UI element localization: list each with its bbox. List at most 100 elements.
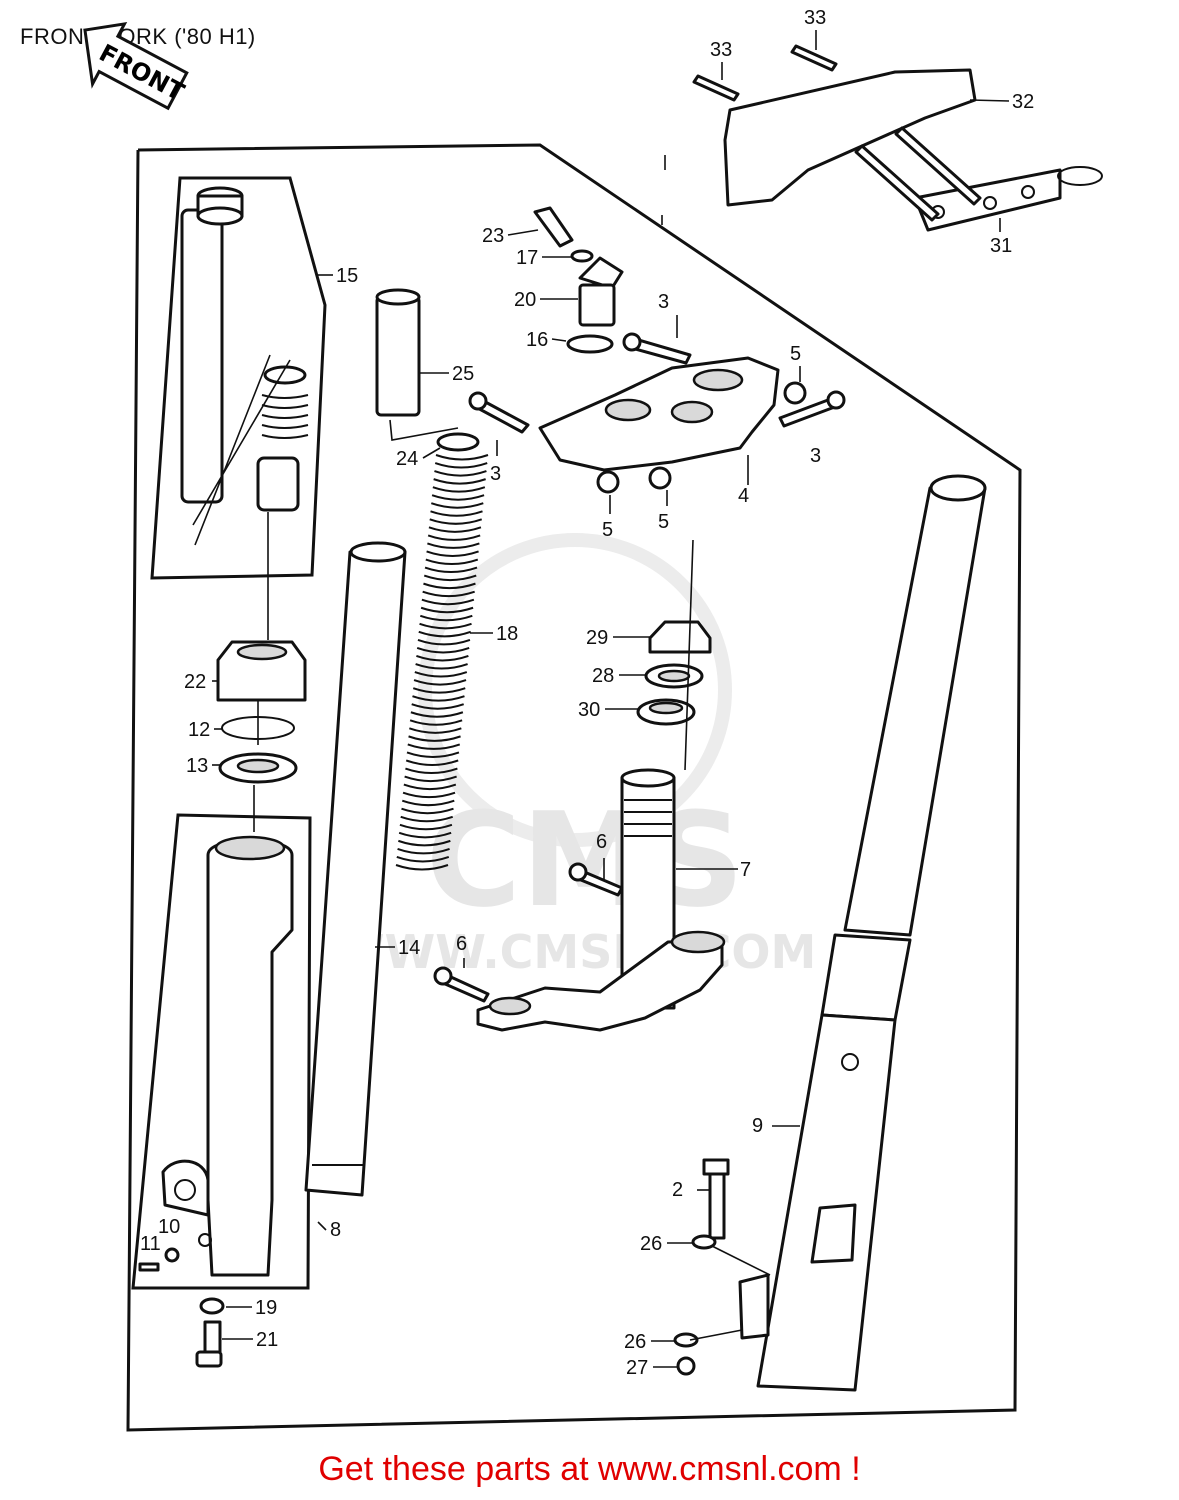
callout-4: 4 [738,485,749,507]
callout-26a: 26 [640,1233,662,1255]
spacer-tube [375,288,421,417]
assembly-frame [126,143,1022,1432]
clamp-washer-upper [691,1234,717,1250]
watermark: CMS WWW.CMSNL.COM [334,533,817,979]
fork-spring [395,454,489,871]
callout-5c: 5 [658,511,669,533]
callout-31: 31 [990,235,1012,257]
callout-22: 22 [184,671,206,693]
watermark-url: WWW.CMSNL.COM [334,925,817,979]
lower-bracket [476,930,726,1032]
leader-lines [192,155,771,1341]
headlight-bracket [723,68,977,207]
callout-6a: 6 [596,831,607,853]
inner-tube [304,541,407,1197]
callout-leader-32 [969,99,1010,102]
wire-loop-icon [1057,166,1103,186]
callout-25: 25 [452,363,474,385]
steering-cap [648,620,712,654]
cylinder-gasket [199,1297,225,1315]
front-arrow-icon: FRONT [83,21,189,111]
callout-32: 32 [1012,91,1034,113]
damper-rod [180,186,244,504]
damper-kit-frame [150,176,327,580]
bracket-screw-right [790,44,838,72]
steering-washer [644,663,704,689]
bracket-stud-a [854,144,940,222]
callout-27: 27 [626,1357,648,1379]
callout-7: 7 [740,859,751,881]
bracket-plate [913,168,1062,232]
callout-3c: 3 [810,445,821,467]
callout-17: 17 [516,247,538,269]
callout-12: 12 [188,719,210,741]
clamp-stud [702,1158,730,1240]
callout-5b: 5 [602,519,613,541]
callout-5a: 5 [790,343,801,365]
callout-16: 16 [526,329,548,351]
right-fork-leg [756,474,987,1392]
air-valve [533,206,574,248]
callout-10: 10 [158,1216,180,1238]
left-outer-tube [161,835,294,1277]
footer-link[interactable]: Get these parts at www.cmsnl.com ! [318,1450,861,1488]
diagram-title: FRONT FORK ('80 H1) [20,24,256,49]
clamp-bolt-lower [433,966,490,1003]
callout-24: 24 [396,448,418,470]
top-plug [578,256,624,327]
allen-bolt [195,1320,223,1368]
outer-tube-frame [131,813,312,1290]
callout-3b: 3 [490,463,501,485]
callout-33b: 33 [804,7,826,29]
callout-26b: 26 [624,1331,646,1353]
oil-seal [218,752,298,784]
callout-leader-8 [317,1221,327,1231]
bracket-bolt-left [468,391,530,434]
callout-2: 2 [672,1179,683,1201]
clamp-nut [676,1356,696,1376]
callout-3a: 3 [658,291,669,313]
bracket-bolt-top [622,332,692,365]
dust-seal [216,640,307,702]
callout-23: 23 [482,225,504,247]
callout-11: 11 [140,1233,161,1255]
callout-33a: 33 [710,39,732,61]
callout-6b: 6 [456,933,467,955]
nut-left [596,470,620,494]
clamp-washer-lower [673,1332,699,1348]
bearing-race [636,698,696,726]
callout-18: 18 [496,623,518,645]
callout-29: 29 [586,627,608,649]
clamp-bolt-upper [568,862,624,897]
drain-screw [138,1247,180,1272]
upper-bracket [538,356,780,472]
bracket-stud-b [894,126,982,206]
callout-leader-16 [551,338,567,342]
callout-19: 19 [255,1297,277,1319]
callout-30: 30 [578,699,600,721]
callout-21: 21 [256,1329,278,1351]
nut-right [783,381,807,405]
piston-ring [256,456,300,512]
nut-center [648,466,672,490]
callout-20: 20 [514,289,536,311]
o-ring [566,334,614,354]
callout-13: 13 [186,755,208,777]
bracket-bolt-right [778,390,846,428]
callout-14: 14 [398,937,420,959]
footer-banner[interactable]: Get these parts at www.cmsnl.com ! [0,1450,1179,1489]
o-ring-small [570,249,594,263]
callout-leader-24 [422,447,441,459]
rebound-spring [261,394,309,439]
watermark-brand: CMS [426,784,744,936]
spring-seat-washer [436,432,480,452]
bracket-screw-left [692,74,740,102]
callout-leader-23 [507,229,539,236]
callout-8: 8 [330,1219,341,1241]
callout-28: 28 [592,665,614,687]
callout-9: 9 [752,1115,763,1137]
axle-clamp [738,1273,770,1340]
callout-15: 15 [336,265,358,287]
